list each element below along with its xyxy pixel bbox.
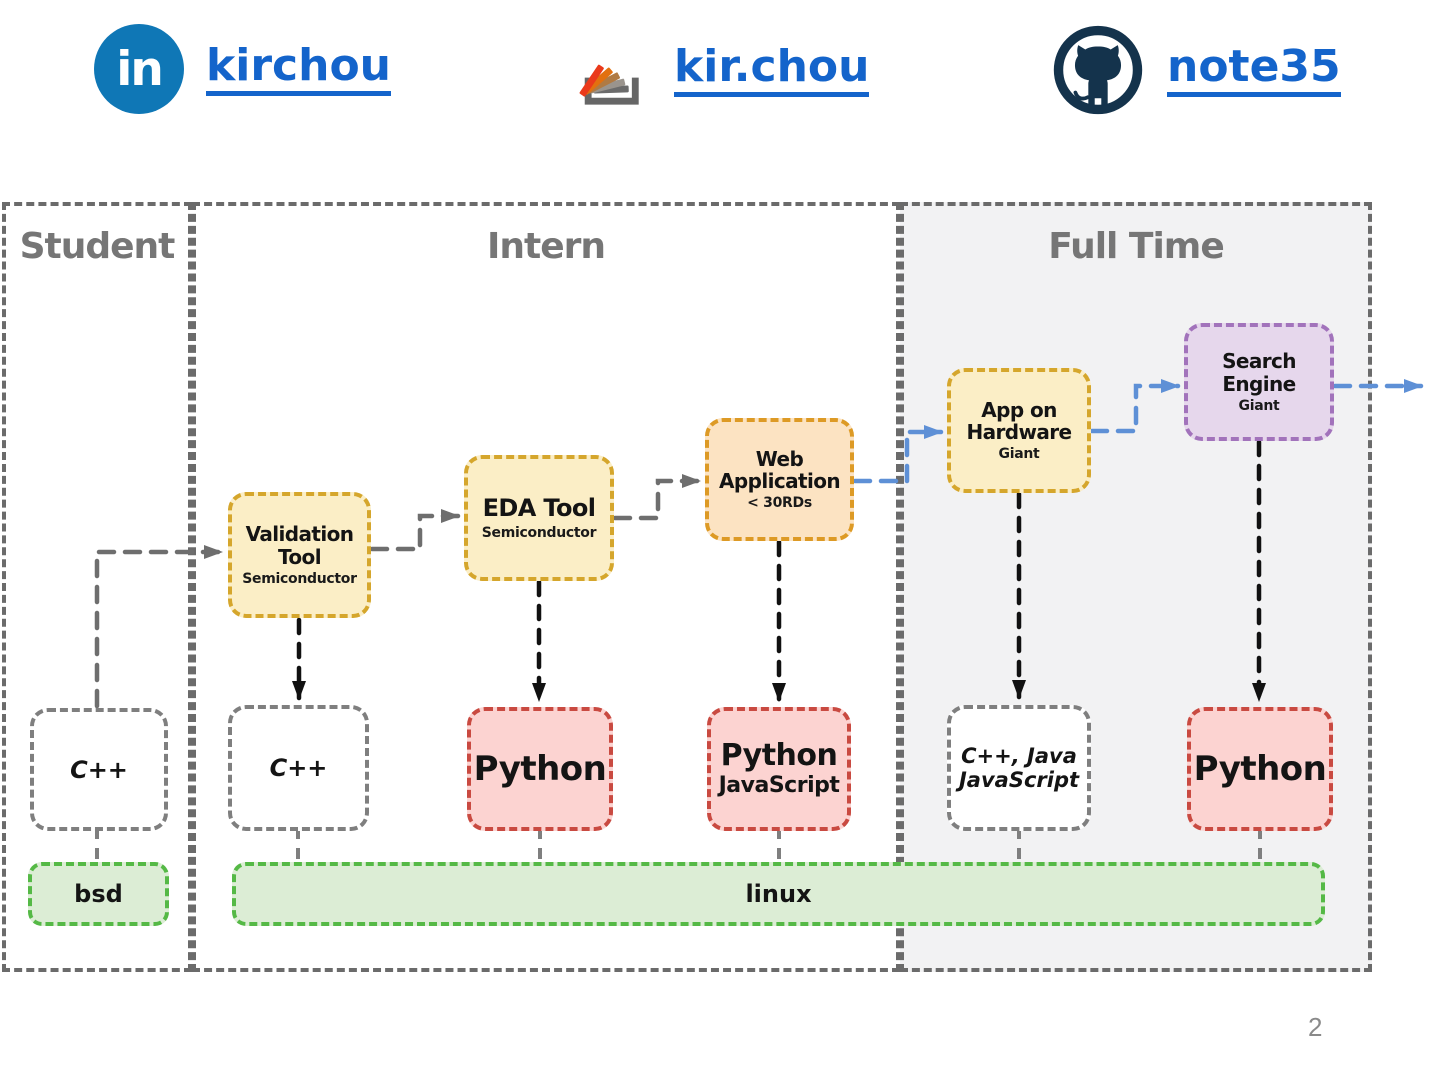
node-web-application: Web Application < 30RDs [705,418,854,541]
node-eda-tool-subtitle: Semiconductor [481,524,597,541]
node-bsd-title: bsd [74,880,123,908]
node-validation-tool: Validation Tool Semiconductor [228,492,371,618]
node-python-intern: Python [467,707,613,831]
node-web-application-title: Web Application [719,446,841,493]
node-validation-tool-subtitle: Semiconductor [242,570,357,587]
node-python-intern-title: Python [473,749,607,789]
section-fulltime-title: Full Time [1048,226,1224,267]
node-cpp-java-js: C++, Java JavaScript [947,705,1091,831]
node-search-engine: Search Engine Giant [1184,323,1334,441]
node-search-engine-title: Search Engine [1222,349,1296,396]
node-python-fulltime: Python [1187,707,1333,831]
linkedin-icon: in [94,24,184,114]
node-python-js-title: Python [720,738,838,774]
node-cpp-intern-title: C++ [269,754,328,782]
section-student: Student [2,202,192,972]
node-linux: linux [232,862,1325,926]
node-python-fulltime-title: Python [1193,749,1327,789]
github-link[interactable]: note35 [1167,42,1341,98]
node-cpp-student: C++ [30,708,168,831]
node-search-engine-subtitle: Giant [1238,397,1280,414]
section-fulltime: Full Time [900,202,1372,972]
node-app-on-hardware-title: App on Hardware [966,397,1072,444]
stackoverflow-icon [579,64,639,105]
node-cpp-java-js-subtitle: JavaScript [958,768,1080,792]
node-eda-tool: EDA Tool Semiconductor [464,455,614,581]
node-cpp-intern: C++ [228,705,369,831]
node-cpp-student-title: C++ [70,755,128,784]
node-bsd: bsd [28,862,169,926]
linkedin-link[interactable]: kirchou [206,41,392,97]
linkedin-icon-text: in [116,41,164,97]
node-app-on-hardware: App on Hardware Giant [947,368,1091,493]
github-profile: note35 [1051,23,1341,117]
node-linux-title: linux [745,880,812,908]
node-validation-tool-title: Validation Tool [245,522,354,569]
github-icon [1053,25,1143,115]
node-app-on-hardware-subtitle: Giant [998,446,1040,463]
stackoverflow-profile: kir.chou [576,20,870,120]
node-python-js-subtitle: JavaScript [718,773,840,799]
node-cpp-java-js-title: C++, Java [961,744,1077,768]
node-eda-tool-title: EDA Tool [482,494,596,523]
node-python-js: Python JavaScript [707,707,851,831]
section-student-title: Student [19,226,176,267]
node-web-application-subtitle: < 30RDs [747,495,812,512]
section-intern-title: Intern [486,226,606,267]
stackoverflow-link[interactable]: kir.chou [674,42,870,98]
page-number: 2 [1308,1012,1323,1042]
linkedin-profile: in kirchou [94,24,392,114]
